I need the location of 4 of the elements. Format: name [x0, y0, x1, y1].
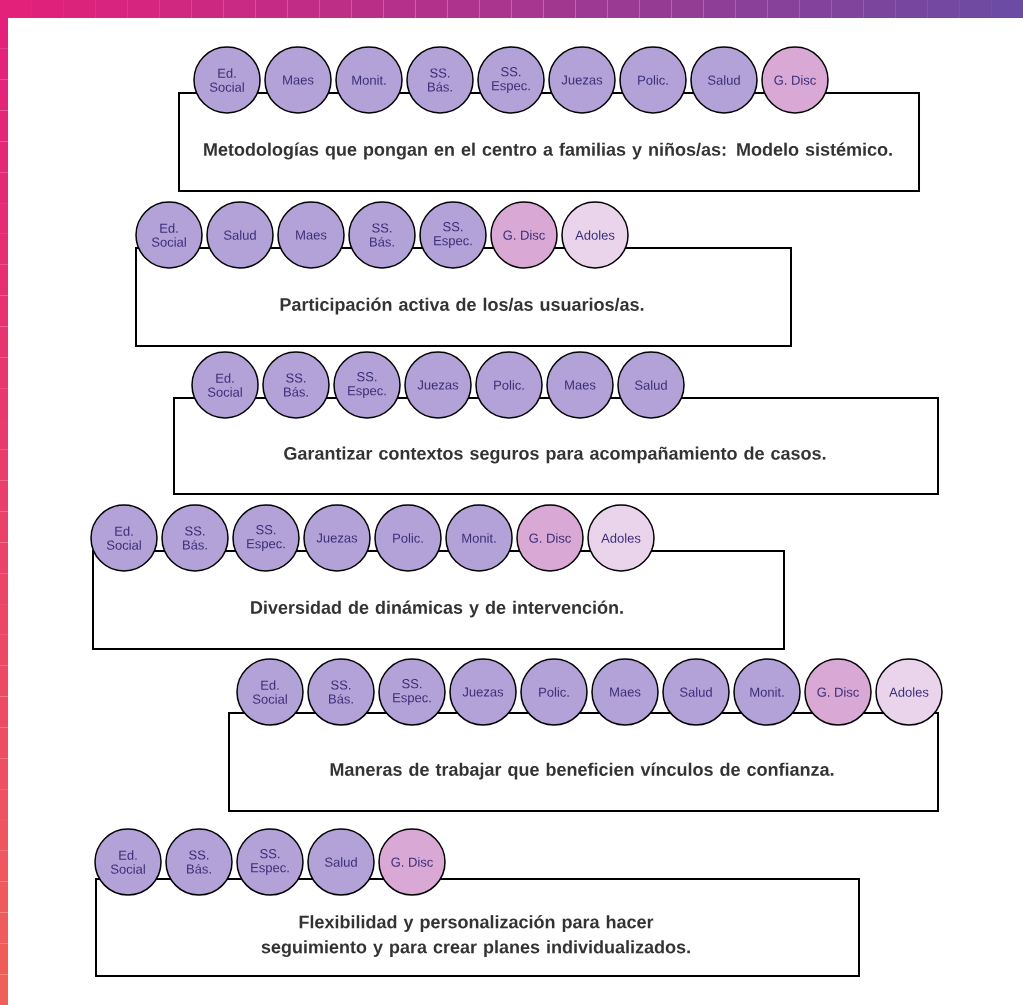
- statement-box: Garantizar contextos seguros para acompañamiento de casos.: [173, 397, 939, 495]
- statement-box: Participación activa de los/as usuarios/as.: [135, 247, 792, 347]
- statement-box: Maneras de trabajar que beneficien vínculos de confianza.: [228, 712, 939, 812]
- statement-box: Flexibilidad y personalización para hacer seguimiento y para crear planes individualizados.: [95, 878, 860, 977]
